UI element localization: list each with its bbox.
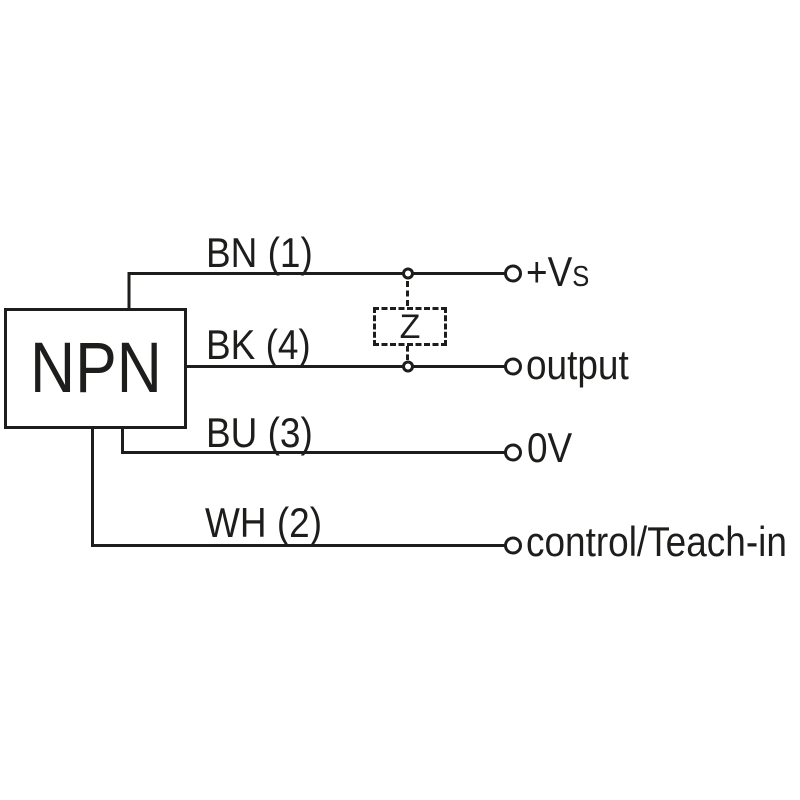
wire-label-bn: BN (1) xyxy=(206,229,313,276)
connection-points xyxy=(402,264,522,555)
impedance-connector-bottom xyxy=(406,346,409,360)
wire-bu-line xyxy=(121,427,505,454)
impedance-box: Z xyxy=(373,307,447,346)
terminal-circle-control xyxy=(504,536,522,555)
junction-dot-bk xyxy=(402,360,414,373)
junction-dot-bn xyxy=(402,267,414,280)
terminal-label-output: output xyxy=(526,341,629,388)
wire-label-bu: BU (3) xyxy=(206,409,313,456)
wire-label-wh: WH (2) xyxy=(205,499,323,546)
terminal-circle-0v xyxy=(504,443,522,462)
wires xyxy=(91,272,505,547)
terminal-circle-output xyxy=(504,357,522,376)
terminal-label-control: control/Teach-in xyxy=(526,518,787,565)
device-box: NPN xyxy=(4,308,187,429)
impedance-connector-top xyxy=(406,281,409,306)
device-label: NPN xyxy=(29,329,162,408)
wire-bn-line xyxy=(127,272,505,311)
wire-label-bk: BK (4) xyxy=(206,321,311,368)
terminal-label-vs: +VS xyxy=(526,248,590,295)
terminal-label-0v: 0V xyxy=(527,424,573,471)
impedance-label: Z xyxy=(399,307,421,346)
terminal-circle-vs xyxy=(504,264,522,283)
wire-wh-line xyxy=(91,427,505,547)
